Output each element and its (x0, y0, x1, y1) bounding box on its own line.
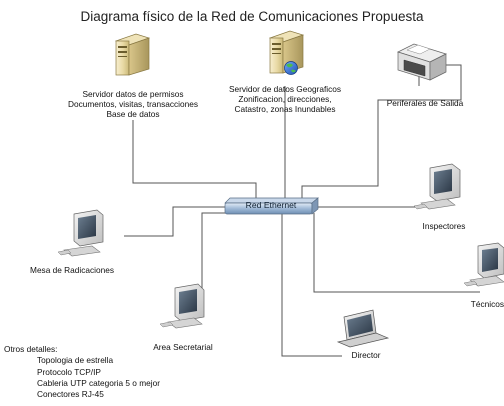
details-heading: Otros detalles: (4, 344, 58, 354)
link-tecnicos (313, 213, 480, 293)
mesa-label: Mesa de Radicaciones (30, 265, 114, 275)
printer-label: Periferales de Salida (386, 98, 464, 108)
ethernet-hub (224, 197, 319, 215)
printer-icon (397, 43, 447, 81)
link-mesa (124, 206, 225, 237)
details-item: Conectores RJ-45 (37, 389, 104, 400)
director-label: Director (351, 350, 381, 360)
inspectores-label: Inspectores (422, 221, 466, 231)
desktop-computer-icon (463, 242, 504, 287)
desktop-computer-icon (159, 283, 205, 329)
link-director (281, 213, 342, 357)
tecnicos-label: Técnicos (470, 299, 504, 309)
other-details: Otros detalles: Topologia de estrella Pr… (4, 344, 160, 400)
link-secretarial (201, 212, 235, 294)
details-item: Topologia de estrella (37, 355, 114, 366)
server-permits-label: Servidor datos de permisos Documentos, v… (67, 89, 199, 119)
hub-label: Red Ethernet (245, 200, 297, 210)
server-geo-label: Servidor de datos Geograficos Zonificaci… (228, 84, 342, 114)
details-item: Protocolo TCP/IP (37, 366, 101, 377)
diagram-title: Diagrama físico de la Red de Comunicacio… (80, 9, 424, 24)
desktop-computer-icon (413, 163, 461, 210)
desktop-computer-icon (57, 209, 104, 257)
secretarial-label: Area Secretarial (153, 342, 213, 352)
server-icon (114, 33, 151, 76)
geo-server-icon (268, 30, 305, 75)
link-server-permits (132, 120, 257, 202)
details-item: Cableria UTP categoria 5 o mejor (37, 377, 160, 388)
laptop-icon (336, 309, 390, 348)
